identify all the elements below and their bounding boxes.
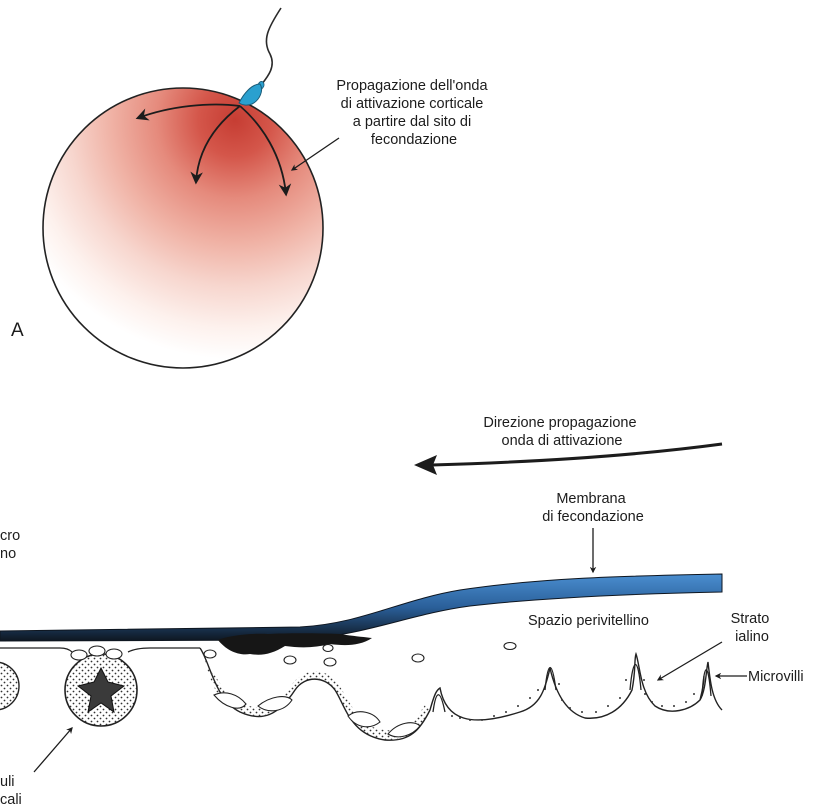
cut-bottom-label: uli cali: [0, 774, 22, 808]
granule-deposit: [218, 633, 372, 654]
exocytosis-membrane: [200, 648, 722, 740]
cut-left-label: cro no: [0, 528, 24, 562]
hyaline-leader-arrow: [658, 642, 722, 680]
direction-label: Direzione propagazione onda di attivazio…: [483, 415, 640, 449]
sperm-icon: [239, 8, 281, 105]
panel-b: Direzione propagazione onda di attivazio…: [0, 415, 804, 808]
granule-leader-arrow: [34, 728, 72, 772]
perivitelline-space-label: Spazio perivitellino: [528, 613, 649, 629]
microvilli-label: Microvilli: [748, 669, 804, 685]
cortical-granule-partial: [0, 662, 19, 710]
fertilization-membrane: [0, 574, 722, 641]
hyaline-dots: [451, 679, 695, 721]
panel-a-letter: A: [11, 320, 24, 341]
microvilli: [433, 665, 711, 713]
propagation-label: Propagazione dell'onda di attivazione co…: [336, 78, 491, 148]
panel-a: Propagazione dell'onda di attivazione co…: [11, 8, 492, 368]
fertilization-membrane-label: Membrana di fecondazione: [542, 491, 644, 525]
egg-cell: [43, 88, 323, 368]
cortical-granule: [65, 646, 137, 726]
hyaline-layer-label: Strato ialino: [731, 611, 774, 645]
